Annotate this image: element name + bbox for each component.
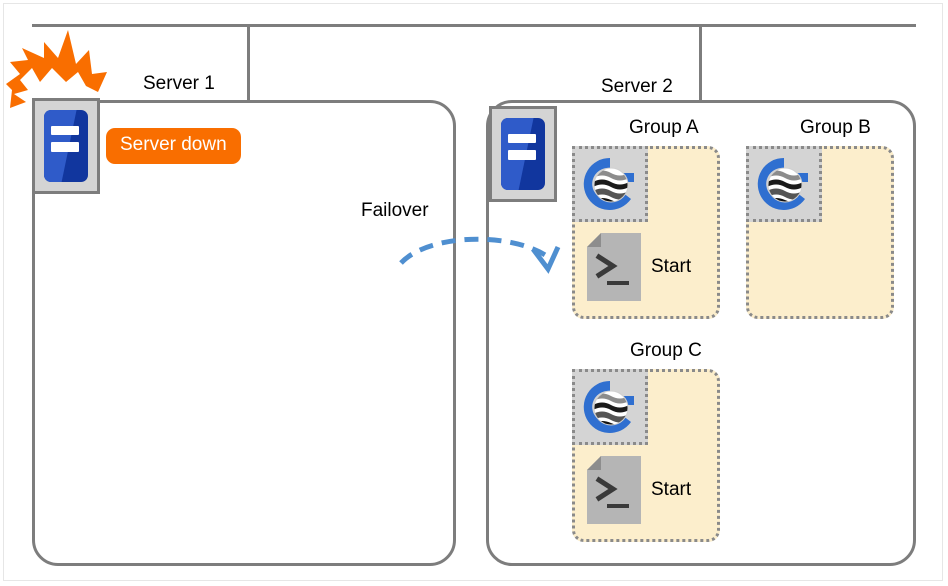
server-glyph-bar	[51, 125, 79, 136]
group-a-script-row[interactable]: Start	[587, 233, 691, 301]
server-glyph	[501, 118, 545, 190]
server-glyph-bar	[508, 133, 536, 144]
server-down-badge: Server down	[106, 128, 241, 164]
script-file-icon	[587, 233, 641, 301]
diagram-outer-frame	[3, 3, 943, 581]
server-2-label: Server 2	[601, 76, 673, 97]
server-1-icon	[32, 98, 100, 194]
cluster-resource-icon[interactable]	[572, 146, 648, 222]
server-1-panel	[32, 100, 456, 566]
cluster-resource-icon[interactable]	[746, 146, 822, 222]
group-a-label: Group A	[629, 117, 699, 138]
group-c-label: Group C	[630, 340, 702, 361]
group-c-script-label: Start	[651, 479, 692, 500]
rack-divider-2	[699, 24, 702, 102]
rack-rail	[32, 24, 916, 27]
failover-label: Failover	[361, 200, 429, 221]
group-b-label: Group B	[800, 117, 871, 138]
script-file-icon	[587, 456, 641, 524]
group-a-box[interactable]: Start	[572, 146, 720, 319]
server-glyph-bar	[508, 150, 536, 160]
explosion-burst-icon	[6, 28, 110, 110]
server-1-label: Server 1	[143, 73, 215, 94]
group-a-script-label: Start	[651, 256, 692, 277]
group-b-box[interactable]	[746, 146, 894, 319]
server-2-icon	[489, 106, 557, 202]
cluster-resource-icon[interactable]	[572, 369, 648, 445]
group-c-script-row[interactable]: Start	[587, 456, 691, 524]
server-glyph-bar	[51, 142, 79, 152]
failover-arrow-icon	[395, 225, 575, 285]
server-glyph	[44, 110, 88, 182]
rack-divider-1	[247, 24, 250, 102]
group-c-box[interactable]: Start	[572, 369, 720, 542]
